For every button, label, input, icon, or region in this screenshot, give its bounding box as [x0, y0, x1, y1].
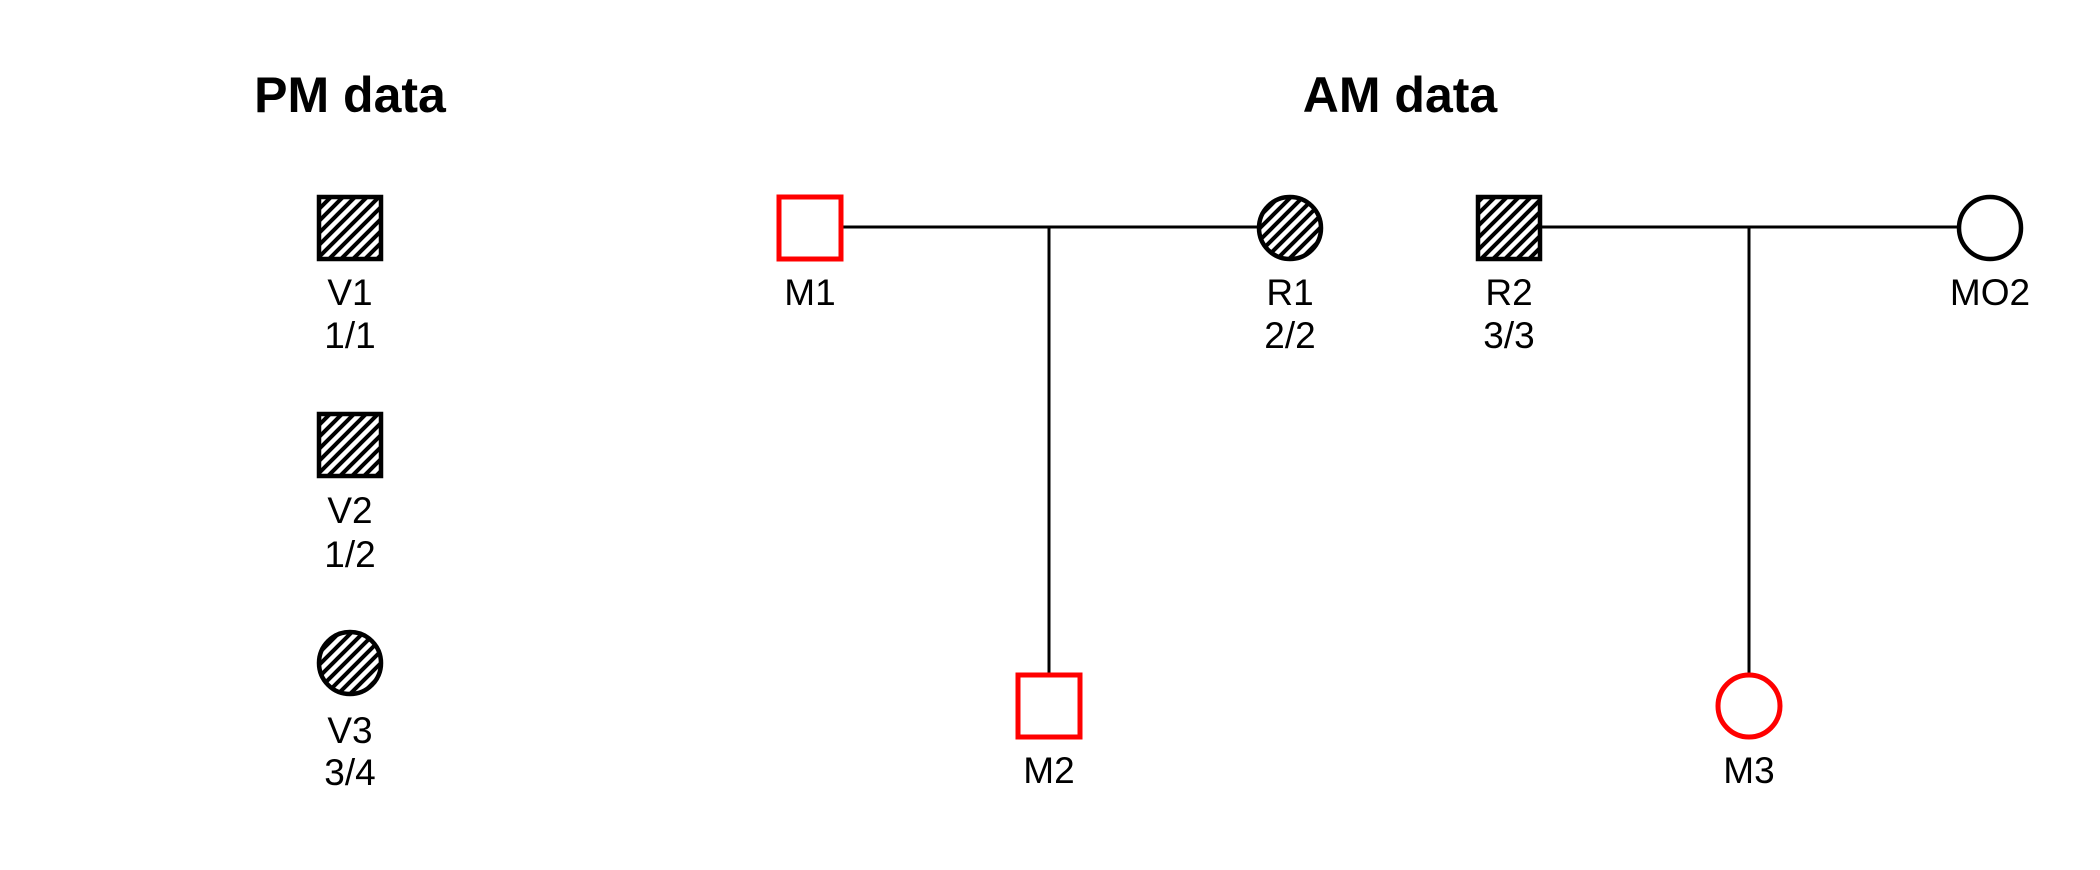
victim-v1-genotype-label: 1/1: [324, 315, 375, 356]
victim-v1-hatched-square-symbol: [316, 194, 384, 262]
pm-victim-v2: V2 1/2: [316, 411, 384, 575]
pm-victim-v1: V1 1/1: [316, 194, 384, 356]
victim-v2-id-label: V2: [327, 490, 372, 531]
pm-victim-v3: V3 3/4: [316, 629, 384, 793]
victim-v1-id-label: V1: [327, 272, 372, 313]
reference-r1-id-label: R1: [1266, 272, 1313, 313]
am-family-2: R2 3/3 MO2 M3: [1475, 194, 2030, 791]
reference-r2-genotype-label: 3/3: [1483, 315, 1534, 356]
missing-person-m1-id-label: M1: [784, 272, 835, 313]
victim-v2-genotype-label: 1/2: [324, 534, 375, 575]
victim-v3-genotype-label: 3/4: [324, 752, 375, 793]
victim-v3-hatched-circle-symbol: [316, 629, 384, 697]
am-panel-title: AM data: [1303, 67, 1499, 123]
mother-mo2-circle-symbol: [1956, 194, 2024, 262]
reference-r1-genotype-label: 2/2: [1264, 315, 1315, 356]
missing-person-m2-id-label: M2: [1023, 750, 1074, 791]
reference-r1-hatched-circle-symbol: [1256, 194, 1324, 262]
pm-panel-title: PM data: [254, 67, 447, 123]
mother-mo2-id-label: MO2: [1950, 272, 2030, 313]
missing-person-m3-circle-symbol: [1715, 672, 1783, 740]
missing-person-m2-square-symbol: [1015, 672, 1083, 740]
victim-v3-id-label: V3: [327, 710, 372, 751]
victim-v2-hatched-square-symbol: [316, 411, 384, 479]
reference-r2-id-label: R2: [1485, 272, 1532, 313]
missing-person-m1-square-symbol: [776, 194, 844, 262]
am-family-1: M1 R1 2/2 M2: [776, 194, 1324, 791]
missing-person-m3-id-label: M3: [1723, 750, 1774, 791]
reference-r2-hatched-square-symbol: [1475, 194, 1543, 262]
